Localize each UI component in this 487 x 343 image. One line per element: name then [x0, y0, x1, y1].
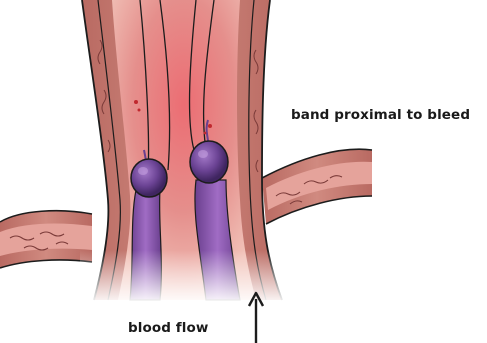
band-label: band proximal to bleed [291, 107, 470, 123]
bottom-fade [80, 250, 300, 305]
band-right [190, 141, 228, 183]
right-branch-vessel [262, 149, 372, 224]
blood-flow-label: blood flow [128, 320, 208, 336]
up-arrow-icon [249, 293, 263, 343]
band-left [131, 159, 167, 197]
left-branch-vessel [0, 211, 92, 268]
